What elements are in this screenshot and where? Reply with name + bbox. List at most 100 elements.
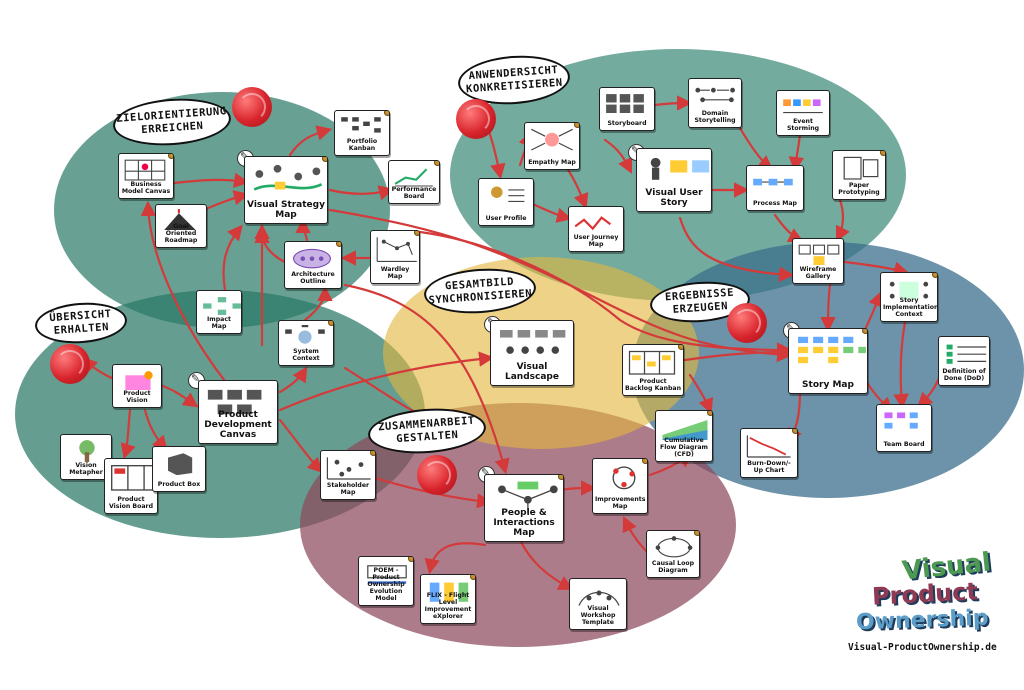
box-icon	[167, 453, 193, 476]
arrow	[295, 217, 311, 242]
card-people-interactions-map[interactable]: People & Interactions Map	[484, 474, 564, 542]
user-profile-icon	[491, 186, 525, 202]
card-event-storming[interactable]: Event Storming	[776, 90, 830, 136]
arrow	[603, 138, 632, 174]
card-story-implementation-context[interactable]: Story Implementation Context	[880, 272, 938, 322]
canvas-grid-icon	[207, 389, 262, 415]
card-label: Paper Prototyping	[838, 182, 880, 196]
card-empathy-map[interactable]: Empathy Map	[524, 122, 580, 170]
arrow	[143, 408, 168, 452]
card-label: Product Backlog Kanban	[625, 378, 682, 392]
card-goal-oriented-roadmap[interactable]: Goal Oriented Roadmap	[155, 204, 207, 248]
journey-map-icon	[574, 216, 612, 231]
arrow	[558, 480, 597, 496]
card-visual-workshop-template[interactable]: Visual Workshop Template	[569, 578, 627, 630]
card-paper-prototyping[interactable]: Paper Prototyping	[832, 150, 886, 200]
card-label: Visual Workshop Template	[580, 605, 616, 626]
card-vision-metapher[interactable]: Vision Metapher	[60, 434, 112, 480]
card-user-journey-map[interactable]: User Journey Map	[568, 206, 624, 252]
card-definition-of-done[interactable]: Definition of Done (DoD)	[938, 336, 990, 386]
cfd-chart-icon	[662, 420, 708, 440]
card-wireframe-gallery[interactable]: Wireframe Gallery	[792, 238, 844, 284]
stakeholder-map-icon	[326, 457, 371, 480]
logo-line-ownership: Ownership	[855, 605, 989, 636]
yarn-ball-icon	[456, 99, 496, 139]
card-product-box[interactable]: Product Box	[152, 446, 206, 492]
card-product-vision-board[interactable]: Product Vision Board	[104, 458, 158, 514]
yarn-ball-icon	[417, 455, 457, 495]
improvements-map-icon	[612, 466, 636, 490]
card-burn-down-up-chart[interactable]: Burn-Down/-Up Chart	[740, 428, 798, 478]
arrow	[424, 542, 487, 575]
arrow	[533, 203, 573, 223]
card-improvements-map[interactable]: Improvements Map	[592, 458, 648, 514]
impact-map-icon	[203, 297, 241, 315]
arrow	[278, 418, 324, 474]
storyboard-icon	[606, 94, 644, 113]
arrow	[843, 260, 910, 277]
card-product-backlog-kanban[interactable]: Product Backlog Kanban	[622, 344, 684, 396]
card-domain-storytelling[interactable]: Domain Storytelling	[688, 78, 742, 128]
card-label: Wireframe Gallery	[799, 266, 837, 280]
card-cumulative-flow-diagram[interactable]: Cumulative Flow Diagram (CFD)	[655, 410, 713, 462]
kanban-board-icon	[628, 350, 676, 375]
yarn-ball-icon	[50, 344, 90, 384]
arrow	[678, 216, 795, 282]
card-label: Causal Loop Diagram	[651, 560, 695, 574]
card-story-map[interactable]: Story Map	[788, 328, 868, 394]
arrow	[303, 285, 333, 322]
card-label: System Context	[292, 348, 320, 362]
card-team-board[interactable]: Team Board	[876, 404, 932, 452]
card-label: Product Vision	[123, 390, 151, 404]
card-product-vision[interactable]: Product Vision	[112, 364, 162, 408]
arrow	[222, 224, 243, 292]
burn-chart-icon	[746, 435, 791, 458]
arrow	[788, 133, 805, 173]
arrow	[683, 344, 793, 362]
card-label: POEM - Product Ownership Evolution Model	[367, 567, 405, 602]
card-impact-map[interactable]: Impact Map	[196, 290, 242, 334]
card-label: Team Board	[883, 441, 925, 448]
card-label: Architecture Outline	[291, 271, 335, 285]
empathy-map-icon	[531, 128, 573, 151]
flix-icon	[429, 582, 469, 602]
landscape-icon	[500, 330, 566, 354]
card-performance-board[interactable]: Performance Board	[388, 160, 440, 204]
card-label: User Journey Map	[573, 234, 619, 248]
card-flix[interactable]: FLIX - Flight Level Improvement eXplorer	[420, 574, 476, 624]
logo-url[interactable]: Visual-ProductOwnership.de	[848, 642, 997, 653]
card-label: Event Storming	[786, 118, 820, 132]
arrow	[773, 213, 804, 242]
tree-icon	[79, 440, 95, 463]
card-poem[interactable]: POEM - Product Ownership Evolution Model	[358, 556, 414, 606]
card-wardley-map[interactable]: Wardley Map	[370, 230, 420, 284]
card-architecture-outline[interactable]: Architecture Outline	[284, 241, 342, 289]
card-visual-strategy-map[interactable]: Visual Strategy Map	[244, 156, 328, 224]
domain-storytelling-icon	[695, 87, 735, 103]
card-label: Stakeholder Map	[326, 482, 370, 496]
arrow	[893, 320, 909, 410]
card-business-model-canvas[interactable]: Business Model Canvas	[118, 153, 174, 199]
card-label: Product Development Canvas	[204, 410, 272, 440]
arrow	[328, 185, 395, 201]
card-visual-user-story[interactable]: Visual User Story	[636, 148, 712, 212]
card-stakeholder-map[interactable]: Stakeholder Map	[320, 450, 376, 500]
arrow	[653, 95, 693, 111]
card-label: Performance Board	[391, 186, 437, 200]
card-product-development-canvas[interactable]: Product Development Canvas	[198, 380, 278, 444]
card-label: Cumulative Flow Diagram (CFD)	[659, 437, 708, 458]
card-visual-landscape[interactable]: Visual Landscape	[490, 320, 574, 386]
card-storyboard[interactable]: Storyboard	[599, 87, 655, 131]
card-label: Visual User Story	[645, 188, 703, 208]
card-system-context[interactable]: System Context	[278, 320, 334, 366]
card-causal-loop-diagram[interactable]: Causal Loop Diagram	[646, 530, 700, 578]
arrow	[916, 373, 942, 409]
card-label: Storyboard	[607, 120, 647, 127]
card-label: Story Implementation Context	[883, 297, 938, 318]
card-label: User Profile	[485, 215, 527, 222]
card-portfolio-kanban[interactable]: Portfolio Kanban	[334, 110, 390, 156]
card-user-profile[interactable]: User Profile	[478, 178, 534, 226]
card-label: People & Interactions Map	[493, 508, 555, 538]
card-label: Definition of Done (DoD)	[942, 368, 986, 382]
card-process-map[interactable]: Process Map	[746, 165, 804, 211]
